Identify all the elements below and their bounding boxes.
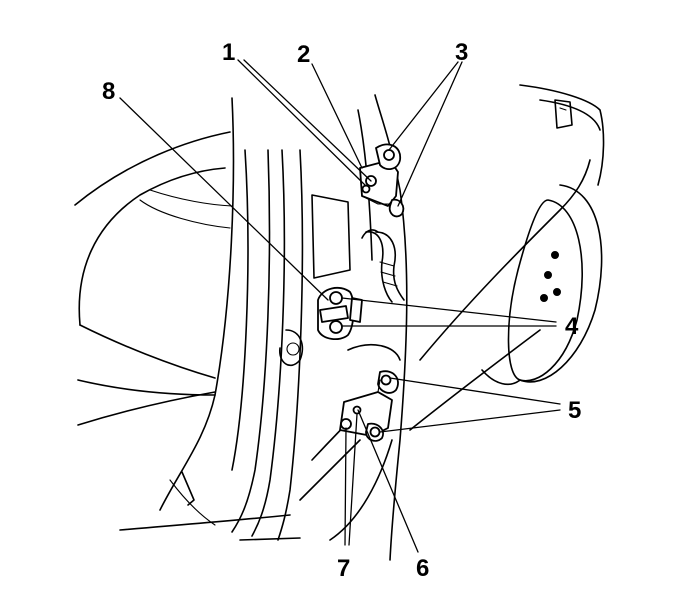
callout-8: 8: [102, 78, 115, 105]
callout-7: 7: [337, 555, 350, 582]
callout-1: 1: [222, 39, 235, 66]
callout-3: 3: [455, 39, 468, 66]
leader-lines: [119, 59, 561, 553]
callout-5: 5: [568, 397, 581, 424]
callout-6: 6: [416, 555, 429, 582]
lower-hinge: [339, 370, 399, 442]
vehicle-body: [409, 84, 605, 431]
pillar-details: [279, 194, 351, 366]
door-frame: [119, 97, 304, 541]
seat-outline: [74, 131, 233, 426]
door-check-link: [317, 286, 363, 341]
callout-4: 4: [565, 313, 579, 340]
upper-hinge: [359, 143, 405, 218]
wiring-harness: [361, 229, 405, 303]
callout-2: 2: [297, 41, 310, 68]
